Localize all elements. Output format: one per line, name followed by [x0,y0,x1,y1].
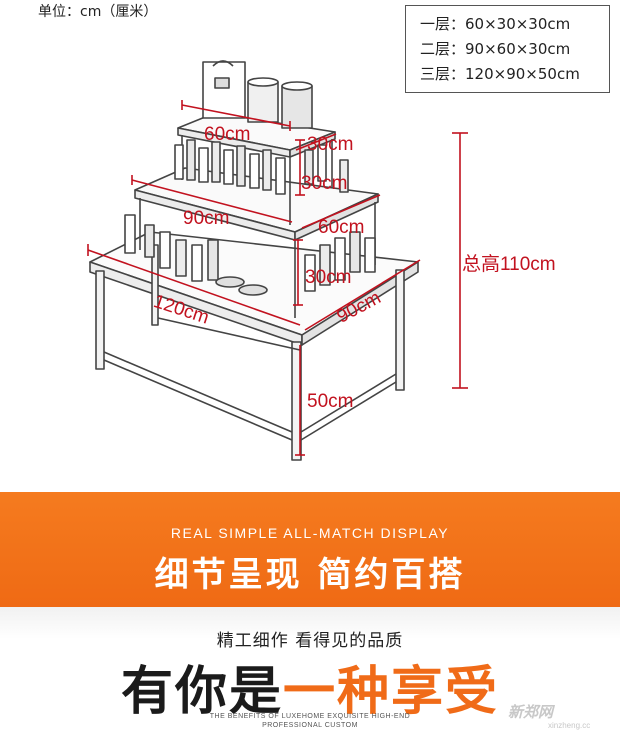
slogan-section: 精工细作 看得见的品质 有你是一种享受 THE BENEFITS OF LUXE… [0,607,620,735]
watermark-url: xinzheng.cc [548,721,591,730]
watermark-logo: 新郑网 [508,703,554,721]
product-diagram-section: 单位：cm（厘米） 一层：60×30×30cm 二层：90×60×30cm 三层… [38,4,610,461]
orange-banner: REAL SIMPLE ALL-MATCH DISPLAY 细节呈现 简约百搭 [0,492,620,607]
slogan-dark-part: 有你是 [120,662,283,722]
slogan-headline: 有你是一种享受 [0,649,620,724]
slogan-subtitle: 精工细作 看得见的品质 [216,631,404,651]
tagline-line-1: THE BENEFITS OF LUXEHOME EXQUISITE HIGH-… [209,713,411,720]
spec-line-tier-3: 三层：120×90×50cm [420,65,580,83]
english-tagline: THE BENEFITS OF LUXEHOME EXQUISITE HIGH-… [0,712,620,730]
dim-middle-height: 30cm [305,267,352,288]
dim-top-width: 60cm [204,124,251,145]
dim-middle-depth: 60cm [318,217,365,238]
slogan-orange-part: 一种享受 [283,662,500,722]
tagline-line-2: PROFESSIONAL CUSTOM [262,722,358,729]
spec-line-tier-2: 二层：90×60×30cm [420,40,571,58]
dim-middle-width: 90cm [183,208,230,229]
banner-chinese-title: 细节呈现 简约百搭 [154,555,466,595]
dim-total-height: 总高110cm [462,254,556,275]
banner-english-title: REAL SIMPLE ALL-MATCH DISPLAY [170,525,450,541]
display-stand-drawing [87,60,468,461]
unit-label: 单位：cm（厘米） [38,4,158,20]
spec-box: 一层：60×30×30cm 二层：90×60×30cm 三层：120×90×50… [405,5,610,93]
spec-line-tier-1: 一层：60×30×30cm [420,15,571,33]
dim-top-height: 30cm [301,173,348,194]
dim-leg-height: 50cm [307,391,354,412]
dim-top-depth: 30cm [307,134,354,155]
